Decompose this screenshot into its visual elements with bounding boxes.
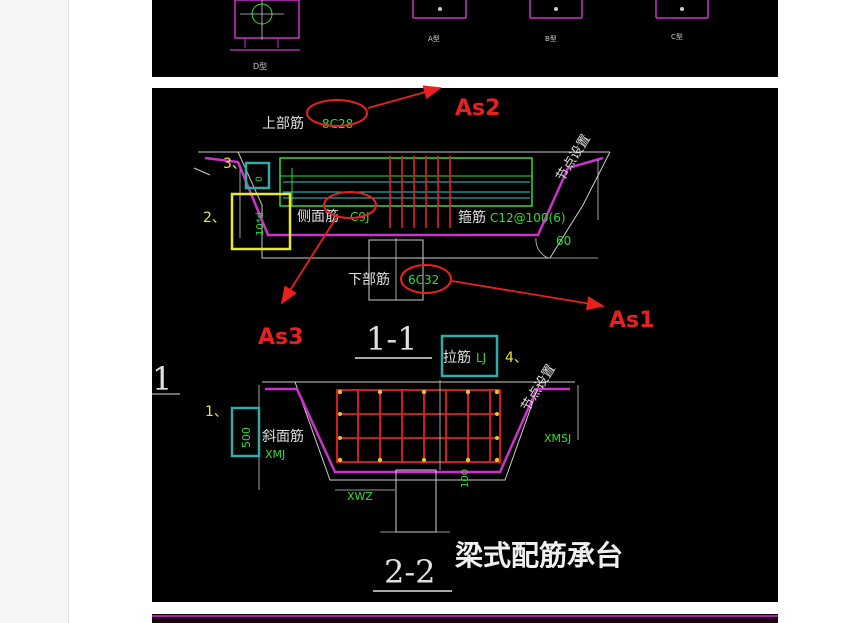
highlight-top-rebar (306, 99, 368, 127)
b-type-detail: B型 (529, 0, 583, 43)
annotation-as3: As3 (258, 325, 303, 350)
left-edge-mark: 1 (152, 360, 172, 398)
a-type-detail: A型 (412, 0, 467, 43)
top-cad-panel: D型 A型 B型 C型 (152, 0, 778, 77)
tie-value: LJ (476, 351, 486, 365)
section-label-d: D型 (253, 62, 267, 71)
bottom-rebar-label: 下部筋 (348, 271, 390, 288)
marker-2: 2、 (203, 210, 226, 226)
highlight-bottom-rebar (400, 264, 452, 294)
dim-500: 500 (240, 427, 253, 448)
d-type-detail: D型 (230, 0, 300, 71)
main-panel-background (152, 88, 778, 602)
marker-3: 3、 (223, 156, 246, 172)
tie-label: 拉筋 (443, 349, 471, 366)
section-label-a: A型 (428, 34, 440, 43)
section-2-2-drawing: XWZ 100 拉筋 LJ 4、 节点设置 XMSJ 斜面筋 XMJ 1、 50… (205, 334, 623, 592)
annotations: As2 As3 As1 (258, 85, 654, 350)
box-2 (230, 192, 292, 251)
stirrup-label: 箍筋 (458, 209, 486, 226)
bottom-cad-panel (152, 614, 778, 623)
xwz-label: XWZ (347, 490, 373, 503)
rebar-dots (337, 389, 500, 463)
stirrup-value: C12@100(6) (490, 211, 566, 225)
left-gutter (0, 0, 69, 623)
marker-1: 1、 (205, 404, 228, 420)
box-4 (440, 334, 499, 378)
c-type-detail: C型 (655, 0, 709, 41)
box-1 (230, 406, 261, 458)
main-cad-panel: 上部筋 8C28 侧面筋 C9J 箍筋 C12@100(6) 下部筋 6C32 … (152, 85, 778, 602)
xmsj-label: XMSJ (544, 432, 571, 445)
caption-beam-cap: 梁式配筋承台 (454, 539, 623, 572)
bottom-rebar-value: 6C32 (408, 273, 439, 287)
top-rebar-label: 上部筋 (262, 115, 304, 132)
box-3 (244, 161, 271, 190)
highlight-side-rebar (323, 191, 377, 219)
annotation-as1: As1 (609, 308, 654, 333)
dim-zero: 0 (255, 176, 265, 182)
slope-rebar-value: XMJ (265, 448, 285, 461)
section-2-2-title: 2-2 (384, 553, 436, 591)
slope-rebar-label: 斜面筋 (262, 428, 304, 445)
dim-10d: 10*d (255, 212, 266, 236)
annotation-as2: As2 (455, 96, 500, 121)
section-label-c: C型 (671, 32, 683, 41)
top-rebar-value: 8C28 (322, 117, 353, 131)
section-label-b: B型 (545, 34, 557, 43)
rebar-cage (336, 389, 501, 463)
marker-4: 4、 (505, 350, 528, 366)
section-1-1-title: 1-1 (366, 320, 418, 358)
dim-100: 100 (460, 469, 471, 488)
angle-value: 60 (556, 234, 571, 248)
